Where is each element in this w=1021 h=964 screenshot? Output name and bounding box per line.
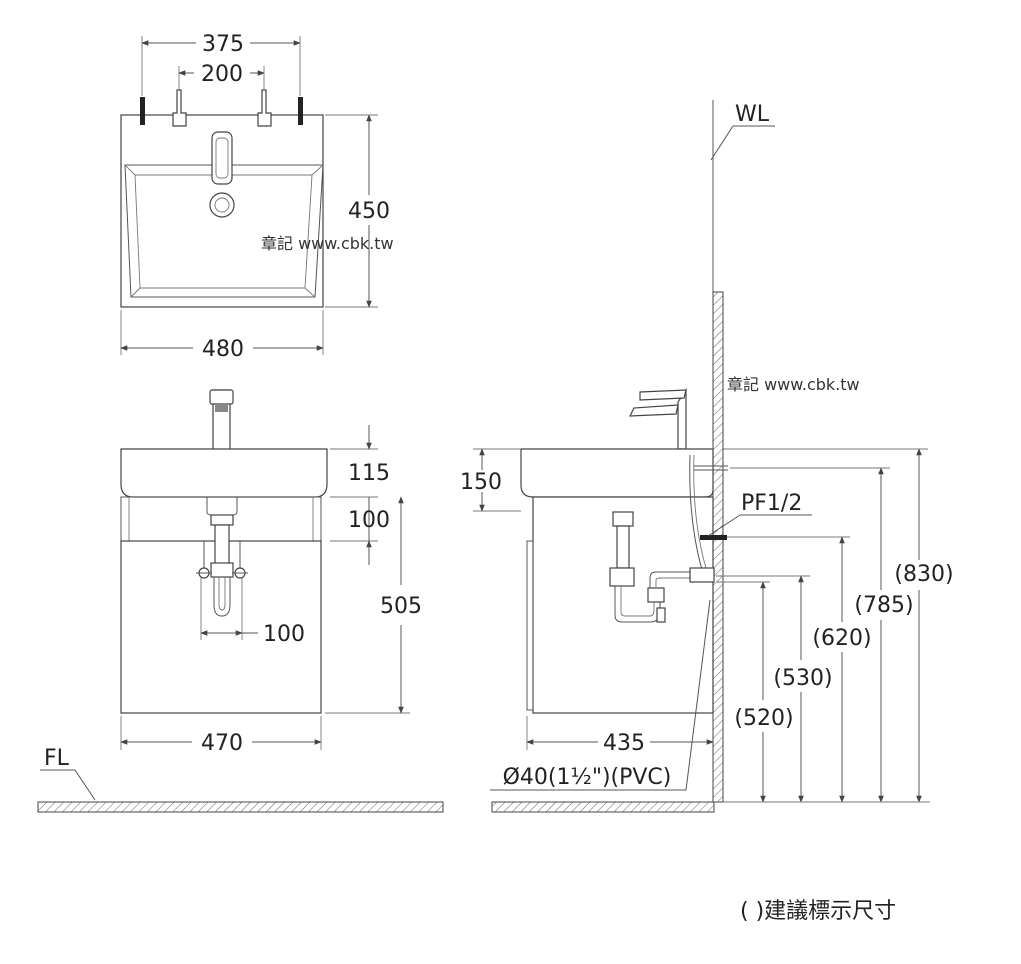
height-520: (520): [734, 706, 793, 731]
drain-trap-side-icon: [609, 511, 715, 623]
dim-470: 470: [201, 731, 243, 756]
front-basin: [120, 448, 328, 498]
plan-view: 375 200 450 480 章記 www.cbk.tw: [120, 32, 394, 362]
faucet-plan-icon: [209, 131, 235, 218]
height-530: (530): [773, 666, 832, 691]
height-620: (620): [812, 626, 871, 651]
faucet-front-icon: [209, 389, 234, 451]
mounting-bolt-icon: [140, 97, 145, 125]
watermark: 章記 www.cbk.tw: [261, 234, 394, 253]
dim-100-trap: 100: [263, 622, 305, 647]
height-785: (785): [854, 593, 913, 618]
mounting-bolt-icon: [298, 97, 303, 125]
dim-505: 505: [380, 594, 422, 619]
dim-435: 435: [603, 731, 645, 756]
height-830: (830): [894, 562, 953, 587]
dim-375: 375: [202, 32, 244, 57]
label-wl: WL: [735, 102, 770, 127]
side-view: WL: [460, 100, 954, 803]
front-view: 115 100 505 100 470: [120, 389, 422, 756]
supply-valve-side-icon: [700, 535, 727, 540]
dim-480: 480: [202, 337, 244, 362]
drain-trap-icon: [196, 497, 248, 617]
label-pf-supply: PF1/2: [741, 491, 802, 516]
label-drain-pipe: Ø40(1½")(PVC): [503, 765, 672, 790]
side-basin: [520, 448, 714, 498]
height-dimensions: (830) (785) (620) (530) (520): [716, 448, 954, 803]
dim-100-gap: 100: [348, 508, 390, 533]
supply-valve-icon: [172, 89, 187, 127]
floor-line: FL: [37, 746, 715, 813]
label-fl: FL: [44, 746, 70, 771]
faucet-side-icon: [629, 388, 687, 450]
watermark: 章記 www.cbk.tw: [727, 375, 860, 394]
dim-150: 150: [460, 470, 502, 495]
supply-valve-icon: [257, 89, 272, 127]
dim-115: 115: [348, 461, 390, 486]
note-suggested-dimensions: ( )建議標示尺寸: [740, 899, 896, 924]
dim-450: 450: [348, 199, 390, 224]
dim-200: 200: [201, 62, 243, 87]
